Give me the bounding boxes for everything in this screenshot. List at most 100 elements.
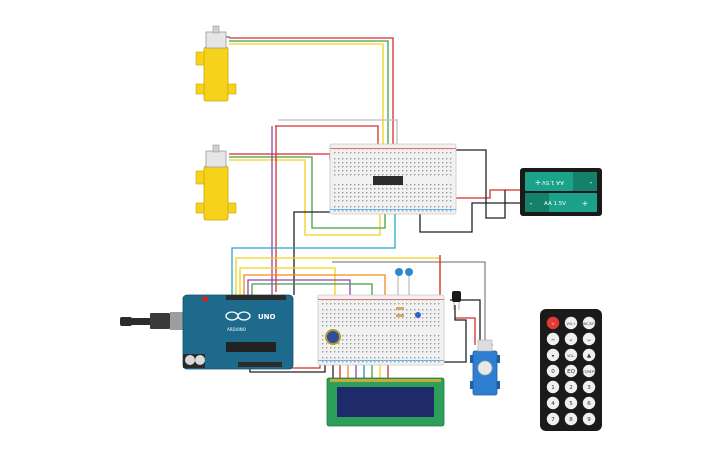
breadboard-hole: [402, 335, 404, 337]
remote-button-3[interactable]: [582, 380, 596, 394]
breadboard-hole: [418, 361, 420, 363]
breadboard-hole: [362, 196, 364, 198]
remote-button-st-rept[interactable]: [582, 364, 596, 378]
battery-pack[interactable]: + - AA 1.5V - + AA 1.5V: [520, 168, 602, 216]
remote-button-power[interactable]: [546, 316, 560, 330]
arduino-uno[interactable]: UNO ARDUINO: [120, 294, 294, 370]
breadboard-hole: [354, 174, 356, 176]
breadboard-hole: [398, 347, 400, 349]
breadboard-hole: [342, 192, 344, 194]
breadboard-hole: [334, 317, 336, 319]
remote-button-8[interactable]: [564, 412, 578, 426]
remote-button-5[interactable]: [564, 396, 578, 410]
breadboard-hole: [430, 335, 432, 337]
breadboard-hole: [362, 351, 364, 353]
breadboard-hole: [406, 325, 408, 327]
breadboard-hole: [386, 303, 388, 305]
breadboard-hole: [434, 174, 436, 176]
wire-motor1-yellow[interactable]: [229, 43, 384, 148]
breadboard-hole: [446, 184, 448, 186]
remote-button-6[interactable]: [582, 396, 596, 410]
breadboard-hole: [394, 200, 396, 202]
wire-motor2-yellow[interactable]: [229, 159, 381, 236]
remote-button-1[interactable]: [546, 380, 560, 394]
dc-motor-2[interactable]: [195, 144, 237, 221]
breadboard-hole: [422, 343, 424, 345]
breadboard-hole: [374, 313, 376, 315]
wire-white-top[interactable]: [278, 119, 398, 148]
breadboard-hole: [434, 152, 436, 154]
breadboard-hole: [418, 347, 420, 349]
remote-button-2[interactable]: [564, 380, 578, 394]
remote-button-vol-[interactable]: [564, 348, 578, 362]
wire-red-long[interactable]: [275, 125, 379, 148]
remote-button-up[interactable]: [582, 348, 596, 362]
remote-button-func-stop[interactable]: [582, 316, 596, 330]
breadboard-hole: [350, 192, 352, 194]
breadboard-hole: [330, 361, 332, 363]
servo-horn[interactable]: [477, 360, 493, 376]
breadboard-bottom[interactable]: [317, 294, 445, 366]
breadboard-hole: [402, 210, 404, 212]
wire-ir-black[interactable]: [430, 305, 467, 363]
remote-button-play[interactable]: [564, 332, 578, 346]
breadboard-hole: [370, 210, 372, 212]
breadboard-hole: [390, 174, 392, 176]
usb-plug[interactable]: [120, 317, 132, 326]
wire-green-a[interactable]: [251, 283, 373, 298]
breadboard-hole: [430, 210, 432, 212]
wire-bb-black[interactable]: [293, 211, 330, 295]
wire-batt-red[interactable]: [455, 189, 523, 199]
wire-red-servo[interactable]: [455, 317, 476, 345]
motor-driver-chip[interactable]: [373, 176, 403, 185]
breadboard-hole: [350, 357, 352, 359]
breadboard-hole: [362, 317, 364, 319]
remote-button-0[interactable]: [546, 364, 560, 378]
reset-button[interactable]: [202, 296, 208, 302]
breadboard-hole: [450, 200, 452, 202]
breadboard-hole: [434, 325, 436, 327]
breadboard-hole: [418, 339, 420, 341]
remote-button-prev[interactable]: [546, 332, 560, 346]
breadboard-hole: [426, 174, 428, 176]
servo-motor[interactable]: [470, 339, 500, 396]
breadboard-hole: [382, 192, 384, 194]
potentiometer[interactable]: [325, 329, 341, 345]
wire-motor1-red[interactable]: [229, 37, 394, 148]
breadboard-hole: [354, 162, 356, 164]
breadboard-hole: [406, 347, 408, 349]
remote-button-down[interactable]: [546, 348, 560, 362]
wire-cyan[interactable]: [231, 212, 396, 295]
dc-motor-1[interactable]: [195, 25, 237, 102]
breadboard-hole: [414, 174, 416, 176]
wire-org-a[interactable]: [243, 274, 386, 298]
breadboard-hole: [342, 309, 344, 311]
led-2[interactable]: [405, 268, 413, 295]
remote-button-eq[interactable]: [564, 364, 578, 378]
wire-purple-a[interactable]: [247, 279, 351, 298]
breadboard-hole: [438, 170, 440, 172]
breadboard-hole: [386, 152, 388, 154]
breadboard-hole: [438, 335, 440, 337]
breadboard-top[interactable]: [329, 143, 457, 215]
breadboard-hole: [354, 166, 356, 168]
breadboard-hole: [390, 309, 392, 311]
breadboard-hole: [322, 351, 324, 353]
lcd-display[interactable]: [326, 377, 445, 427]
wire-batt-black2[interactable]: [419, 202, 523, 233]
breadboard-hole: [378, 170, 380, 172]
wire-motor1-green[interactable]: [229, 40, 389, 148]
wire-batt-black[interactable]: [455, 149, 506, 219]
breadboard-hole: [406, 303, 408, 305]
remote-button-4[interactable]: [546, 396, 560, 410]
ir-receiver[interactable]: [452, 291, 461, 310]
breadboard-hole: [354, 206, 356, 208]
remote-button-next[interactable]: [582, 332, 596, 346]
led-1[interactable]: [395, 268, 403, 295]
wire-yel-b[interactable]: [239, 267, 336, 298]
remote-button-vol-[interactable]: [564, 316, 578, 330]
wire-motor2-green[interactable]: [229, 156, 386, 229]
remote-button-9[interactable]: [582, 412, 596, 426]
remote-button-7[interactable]: [546, 412, 560, 426]
